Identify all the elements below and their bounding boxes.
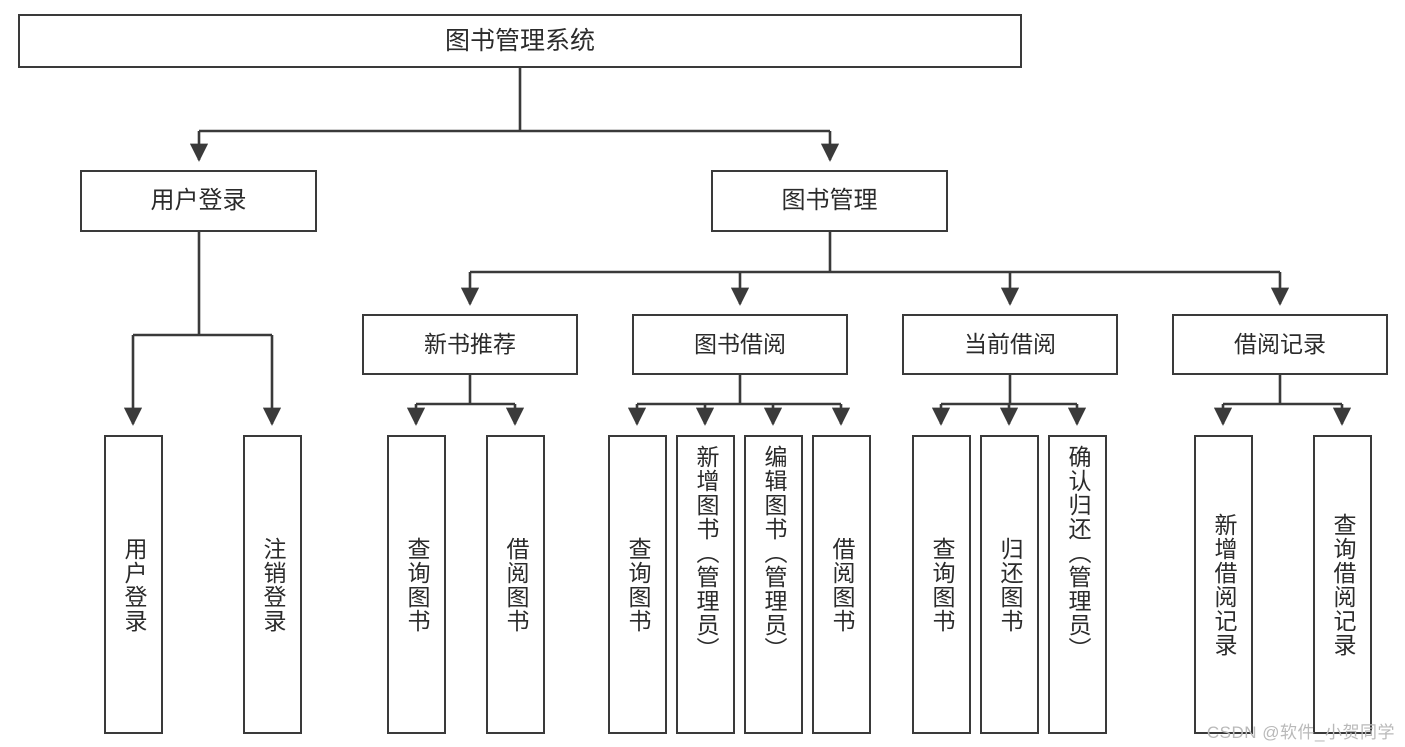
node-label: 图书管理 [781, 186, 878, 214]
node-label: 新书推荐 [424, 330, 516, 357]
node-label: 归还图书 [997, 536, 1023, 633]
leaf-current-borrow-confirm[interactable]: 确认归还（管理员） [1048, 435, 1107, 734]
node-book-management[interactable]: 图书管理 [711, 170, 948, 232]
node-label: 当前借阅 [964, 330, 1056, 357]
node-label: 查询借阅记录 [1330, 512, 1356, 657]
node-label: 图书管理系统 [444, 27, 595, 55]
leaf-new-book-borrow[interactable]: 借阅图书 [486, 435, 545, 734]
node-label: 新增图书（管理员） [693, 445, 719, 661]
node-label: 查询图书 [404, 536, 430, 633]
node-label: 借阅图书 [829, 536, 855, 633]
node-book-borrow[interactable]: 图书借阅 [632, 314, 848, 375]
leaf-book-borrow-query[interactable]: 查询图书 [608, 435, 667, 734]
node-label: 借阅图书 [503, 536, 529, 633]
node-user-login[interactable]: 用户登录 [80, 170, 317, 232]
node-label: 图书借阅 [694, 330, 786, 357]
leaf-borrow-record-query[interactable]: 查询借阅记录 [1313, 435, 1372, 734]
node-label: 借阅记录 [1234, 330, 1326, 357]
leaf-current-borrow-query[interactable]: 查询图书 [912, 435, 971, 734]
node-label: 用户登录 [150, 186, 247, 214]
node-label: 查询图书 [625, 536, 651, 633]
leaf-book-borrow-borrow[interactable]: 借阅图书 [812, 435, 871, 734]
leaf-user-login-login[interactable]: 用户登录 [104, 435, 163, 734]
csdn-watermark: CSDN @软件_小贺同学 [1206, 723, 1395, 742]
leaf-user-login-logout[interactable]: 注销登录 [243, 435, 302, 734]
leaf-current-borrow-return[interactable]: 归还图书 [980, 435, 1039, 734]
leaf-book-borrow-add[interactable]: 新增图书（管理员） [676, 435, 735, 734]
node-new-book-recommend[interactable]: 新书推荐 [362, 314, 578, 375]
node-label: 注销登录 [260, 536, 286, 633]
node-label: 新增借阅记录 [1211, 512, 1237, 657]
node-label: 用户登录 [121, 536, 147, 633]
node-label: 查询图书 [929, 536, 955, 633]
node-label: 确认归还（管理员） [1065, 445, 1091, 661]
leaf-new-book-query[interactable]: 查询图书 [387, 435, 446, 734]
leaf-borrow-record-add[interactable]: 新增借阅记录 [1194, 435, 1253, 734]
node-current-borrow[interactable]: 当前借阅 [902, 314, 1118, 375]
node-borrow-record[interactable]: 借阅记录 [1172, 314, 1388, 375]
node-label: 编辑图书（管理员） [761, 445, 787, 661]
leaf-book-borrow-edit[interactable]: 编辑图书（管理员） [744, 435, 803, 734]
node-root-system[interactable]: 图书管理系统 [18, 14, 1022, 68]
